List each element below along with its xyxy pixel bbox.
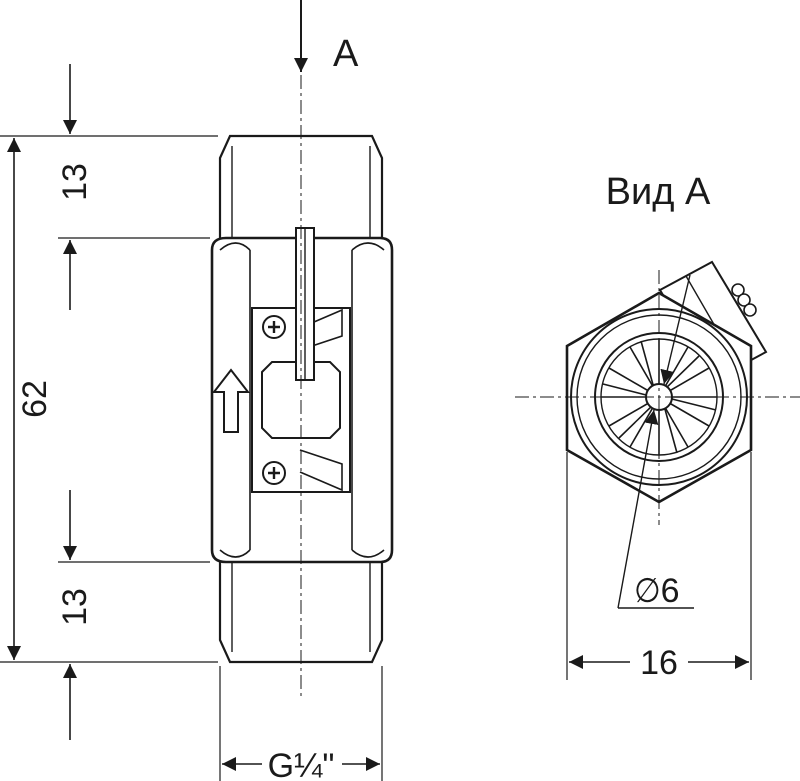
front-view [210, 134, 394, 664]
dim-top-thread-length: 13 [56, 163, 94, 201]
dim-rotor-diameter: ∅6 [634, 572, 680, 610]
hex-body [210, 236, 394, 564]
dim-hex-across-flats: 16 [640, 644, 678, 682]
dim-thread-size: G¼" [268, 747, 335, 781]
dim-overall-length: 62 [16, 380, 54, 418]
flow-direction-arrow [211, 368, 251, 433]
dim-bottom-thread-length: 13 [56, 588, 94, 626]
front-dimensions [0, 64, 383, 781]
diameter-leader [617, 274, 694, 609]
screw-top [262, 315, 286, 339]
view-a-title: Вид А [606, 171, 711, 213]
screw-bottom [262, 461, 286, 485]
rotor-chamber [261, 361, 341, 439]
end-view [565, 260, 768, 504]
view-a-label: A [333, 33, 359, 75]
